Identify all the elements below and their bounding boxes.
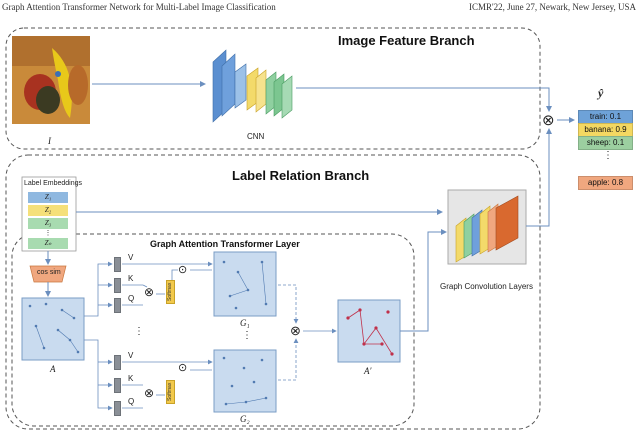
embedding-zn: Zₙ [28, 238, 68, 249]
head1-k: K [128, 274, 134, 283]
output-item-apple: apple: 0.8 [578, 176, 633, 190]
output-item-sheep: sheep: 0.1 [578, 136, 633, 150]
head1-q: Q [128, 294, 135, 303]
label-embeddings-title: Label Embeddings [24, 180, 82, 187]
head1-v: V [128, 253, 134, 262]
mult-2: ⊗ [144, 386, 155, 400]
gat-layer-title: Graph Attention Transformer Layer [150, 239, 300, 249]
linear-q-2 [114, 401, 121, 416]
dot-2: ⊙ [178, 362, 188, 374]
head2-q: Q [128, 397, 135, 406]
head2-k: K [128, 374, 134, 383]
graphs-ellipsis: ⋮ [242, 330, 252, 341]
softmax-1: Softmax [166, 280, 175, 304]
mult-1: ⊗ [144, 285, 155, 299]
linear-k-1 [114, 278, 121, 293]
embedding-z2: Z₂ [28, 205, 68, 216]
output-item-train: train: 0.1 [578, 110, 633, 124]
combine-symbol: ⊗ [542, 112, 555, 129]
input-image [12, 36, 90, 124]
head2-v: V [128, 351, 134, 360]
matrix-a [21, 297, 85, 361]
image-label: I [48, 136, 51, 146]
embedding-ellipsis: ⋮ [44, 229, 52, 237]
matrix-a-prime [337, 299, 401, 363]
paper-header-right: ICMR'22, June 27, Newark, New Jersey, US… [468, 2, 636, 12]
matrix-a-label: A [50, 364, 56, 374]
embedding-z1: Z₁ [28, 192, 68, 203]
linear-v-1 [114, 257, 121, 272]
g1-label: G₁ [240, 318, 250, 328]
gat-layer-box [11, 233, 415, 427]
cnn-label: CNN [247, 132, 265, 141]
y-hat-label: ŷ [598, 86, 604, 100]
label-branch-title: Label Relation Branch [232, 168, 370, 183]
output-ellipsis: ⋮ [603, 150, 613, 161]
softmax-2: Softmax [166, 380, 175, 404]
embedding-z3: Z₃ [28, 218, 68, 229]
linear-v-2 [114, 355, 121, 370]
cnn-blocks [212, 49, 293, 123]
concat-mult: ⊗ [290, 323, 301, 338]
paper-header-left: Graph Attention Transformer Network for … [2, 2, 276, 12]
cos-sim-label: cos sim [37, 269, 61, 276]
g2-label: G₂ [240, 414, 250, 424]
label-relation-branch-box [5, 154, 541, 430]
linear-q-1 [114, 298, 121, 313]
gcn-label: Graph Convolution Layers [440, 282, 533, 291]
output-item-banana: banana: 0.9 [578, 123, 633, 137]
dot-1: ⊙ [178, 264, 188, 276]
linear-k-2 [114, 378, 121, 393]
heads-ellipsis: ⋮ [134, 326, 144, 337]
matrix-a-prime-label: A′ [364, 366, 372, 376]
cos-sim-block [29, 265, 67, 283]
gcn-blocks [455, 195, 519, 263]
image-branch-title: Image Feature Branch [338, 33, 475, 48]
